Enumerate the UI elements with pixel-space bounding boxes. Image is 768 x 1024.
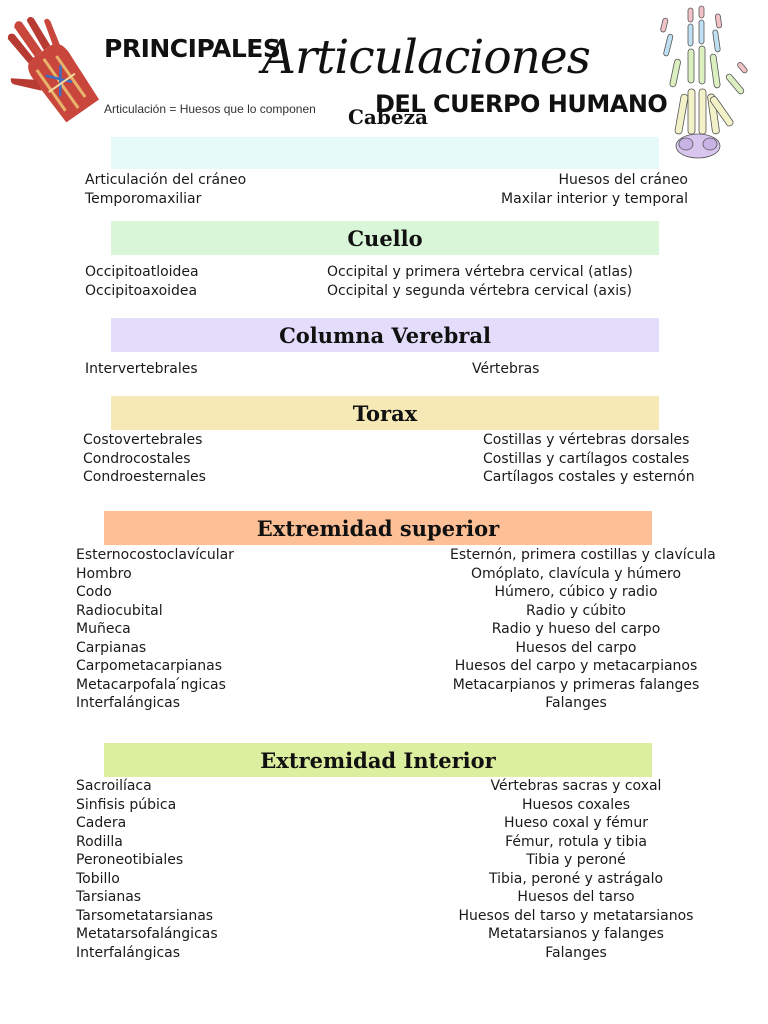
list-item: Costillas y cartílagos costales	[483, 450, 690, 467]
title-del-cuerpo-humano: DEL CUERPO HUMANO	[375, 90, 668, 118]
list-item: Condrocostales	[83, 450, 191, 467]
list-item: Carpianas	[76, 639, 147, 656]
list-item: Intervertebrales	[85, 361, 198, 377]
list-item: Huesos coxales	[521, 796, 631, 813]
list-item: Interfalángicas	[76, 695, 181, 711]
list-item: Huesos del cráneo	[558, 172, 688, 188]
list-item: Occipitoaxoidea	[85, 282, 198, 299]
list-item: Falanges	[545, 944, 607, 961]
list-item: Radiocubital	[76, 602, 163, 619]
subtitle: Articulación = Huesos que lo componen	[104, 102, 316, 116]
section-bar-inferior: Extremidad Interior	[104, 743, 652, 777]
section-title-superior: Extremidad superior	[256, 515, 500, 541]
list-item: Huesos del tarso	[517, 889, 635, 905]
list-item: Sacroilíaca	[76, 778, 152, 794]
list-item: Tarsometatarsianas	[76, 907, 214, 924]
list-item: Tibia, peroné y astrágalo	[488, 870, 664, 887]
list-item: Metacarpofala ́ngicas	[76, 676, 226, 693]
list-item: Huesos del carpo y metacarpianos	[454, 658, 698, 674]
list-item: Cadera	[76, 815, 127, 831]
list-item: Condroesternales	[83, 469, 206, 485]
section-bar-superior: Extremidad superior	[104, 511, 652, 545]
section-bar-torax: Torax	[111, 396, 659, 430]
list-item: Tobillo	[76, 870, 120, 887]
list-item: Maxilar interior y temporal	[501, 190, 688, 207]
section-bar-columna: Columna Verebral	[111, 318, 659, 352]
section-bar-cabeza	[111, 137, 659, 169]
title-articulaciones: Articulaciones	[262, 30, 591, 85]
list-item: Radio y cúbito	[526, 602, 626, 619]
hand-bones-illustration	[660, 5, 748, 159]
left-list-columna: Intervertebrales	[85, 360, 198, 379]
list-item: Hombro	[76, 565, 132, 582]
list-item: Esternocostoclavícular	[76, 547, 234, 563]
list-item: Fémur, rotula y tibia	[505, 833, 647, 850]
list-item: Muñeca	[76, 621, 131, 637]
list-item: Occipital y segunda vértebra cervical (a…	[327, 282, 632, 299]
list-item: Sinfisis púbica	[76, 796, 177, 813]
list-item: Carpometacarpianas	[76, 658, 223, 674]
list-item: Omóplato, clavícula y húmero	[470, 565, 682, 582]
list-item: Cartílagos costales y esternón	[483, 469, 695, 485]
list-item: Húmero, cúbico y radio	[494, 584, 658, 600]
list-item: Vértebras sacras y coxal	[490, 778, 662, 794]
list-item: Metatarsofalángicas	[76, 926, 218, 942]
list-item: Vértebras	[472, 361, 540, 377]
list-item: Peroneotibiales	[76, 852, 184, 868]
section-bar-cuello: Cuello	[111, 221, 659, 255]
section-title-cabeza: Cabeza	[348, 105, 428, 129]
right-list-cuello: Occipital y primera vértebra cervical (a…	[327, 263, 633, 300]
list-item: Interfalángicas	[76, 944, 181, 961]
list-item: Occipital y primera vértebra cervical (a…	[327, 264, 633, 280]
list-item: Huesos del tarso y metatarsianos	[458, 907, 694, 924]
section-title-columna: Columna Verebral	[279, 322, 491, 348]
list-item: Tibia y peroné	[526, 852, 626, 868]
list-item: Tarsianas	[76, 889, 142, 905]
list-item: Articulación del cráneo	[85, 172, 247, 188]
list-item: Radio y hueso del carpo	[491, 621, 661, 637]
list-item: Costovertebrales	[83, 432, 203, 448]
section-title-inferior: Extremidad Interior	[260, 747, 496, 773]
list-item: Huesos del carpo	[515, 639, 637, 656]
list-item: Metacarpianos y primeras falanges	[452, 676, 700, 693]
list-item: Costillas y vértebras dorsales	[483, 432, 690, 448]
section-title-torax: Torax	[352, 400, 418, 426]
hand-muscles-illustration	[7, 16, 100, 123]
list-item: Occipitoatloidea	[85, 264, 199, 280]
list-item: Falanges	[545, 695, 607, 711]
list-item: Rodilla	[76, 833, 123, 850]
list-item: Metatarsianos y falanges	[488, 926, 664, 942]
title-principales: PRINCIPALES	[104, 34, 281, 63]
list-item: Esternón, primera costillas y clavícula	[450, 547, 716, 563]
section-title-cuello: Cuello	[347, 225, 423, 251]
list-item: Temporomaxiliar	[85, 190, 202, 207]
list-item: Hueso coxal y fémur	[504, 815, 648, 831]
right-list-columna: Vértebras	[472, 360, 539, 379]
list-item: Codo	[76, 584, 112, 600]
